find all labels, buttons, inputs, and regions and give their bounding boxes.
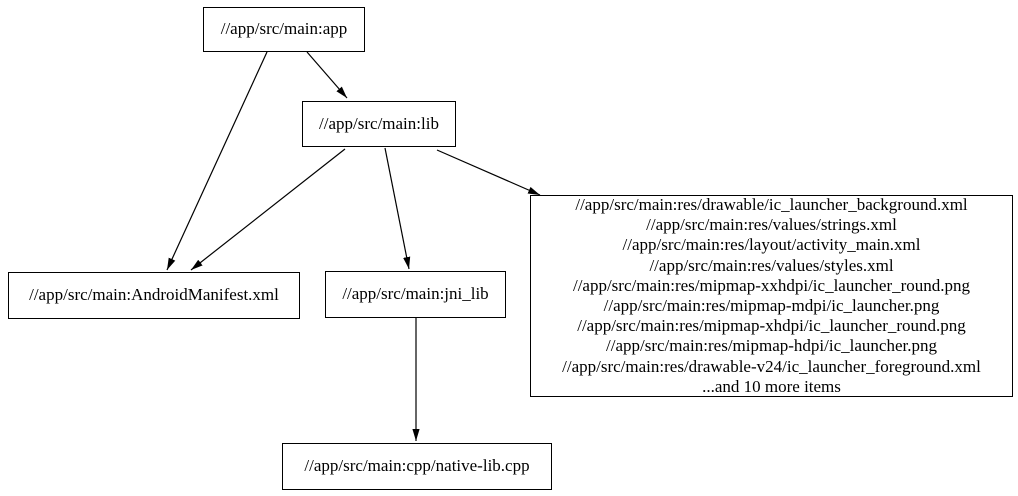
graph-node-android-manifest: //app/src/main:AndroidManifest.xml <box>8 272 300 319</box>
edge-lib-to-jni_lib <box>384 147 411 270</box>
edge-lib-to-res_group <box>436 149 541 196</box>
graph-node-native-lib-cpp: //app/src/main:cpp/native-lib.cpp <box>282 443 552 490</box>
graph-node-lib: //app/src/main:lib <box>302 101 456 147</box>
edge-app-to-lib <box>306 51 348 99</box>
graph-node-app: //app/src/main:app <box>203 7 365 52</box>
graph-node-resources-group: //app/src/main:res/drawable/ic_launcher_… <box>530 195 1013 397</box>
graph-node-jni-lib: //app/src/main:jni_lib <box>325 271 506 318</box>
edge-app-to-manifest <box>166 51 268 271</box>
edge-lib-to-manifest <box>190 148 346 271</box>
